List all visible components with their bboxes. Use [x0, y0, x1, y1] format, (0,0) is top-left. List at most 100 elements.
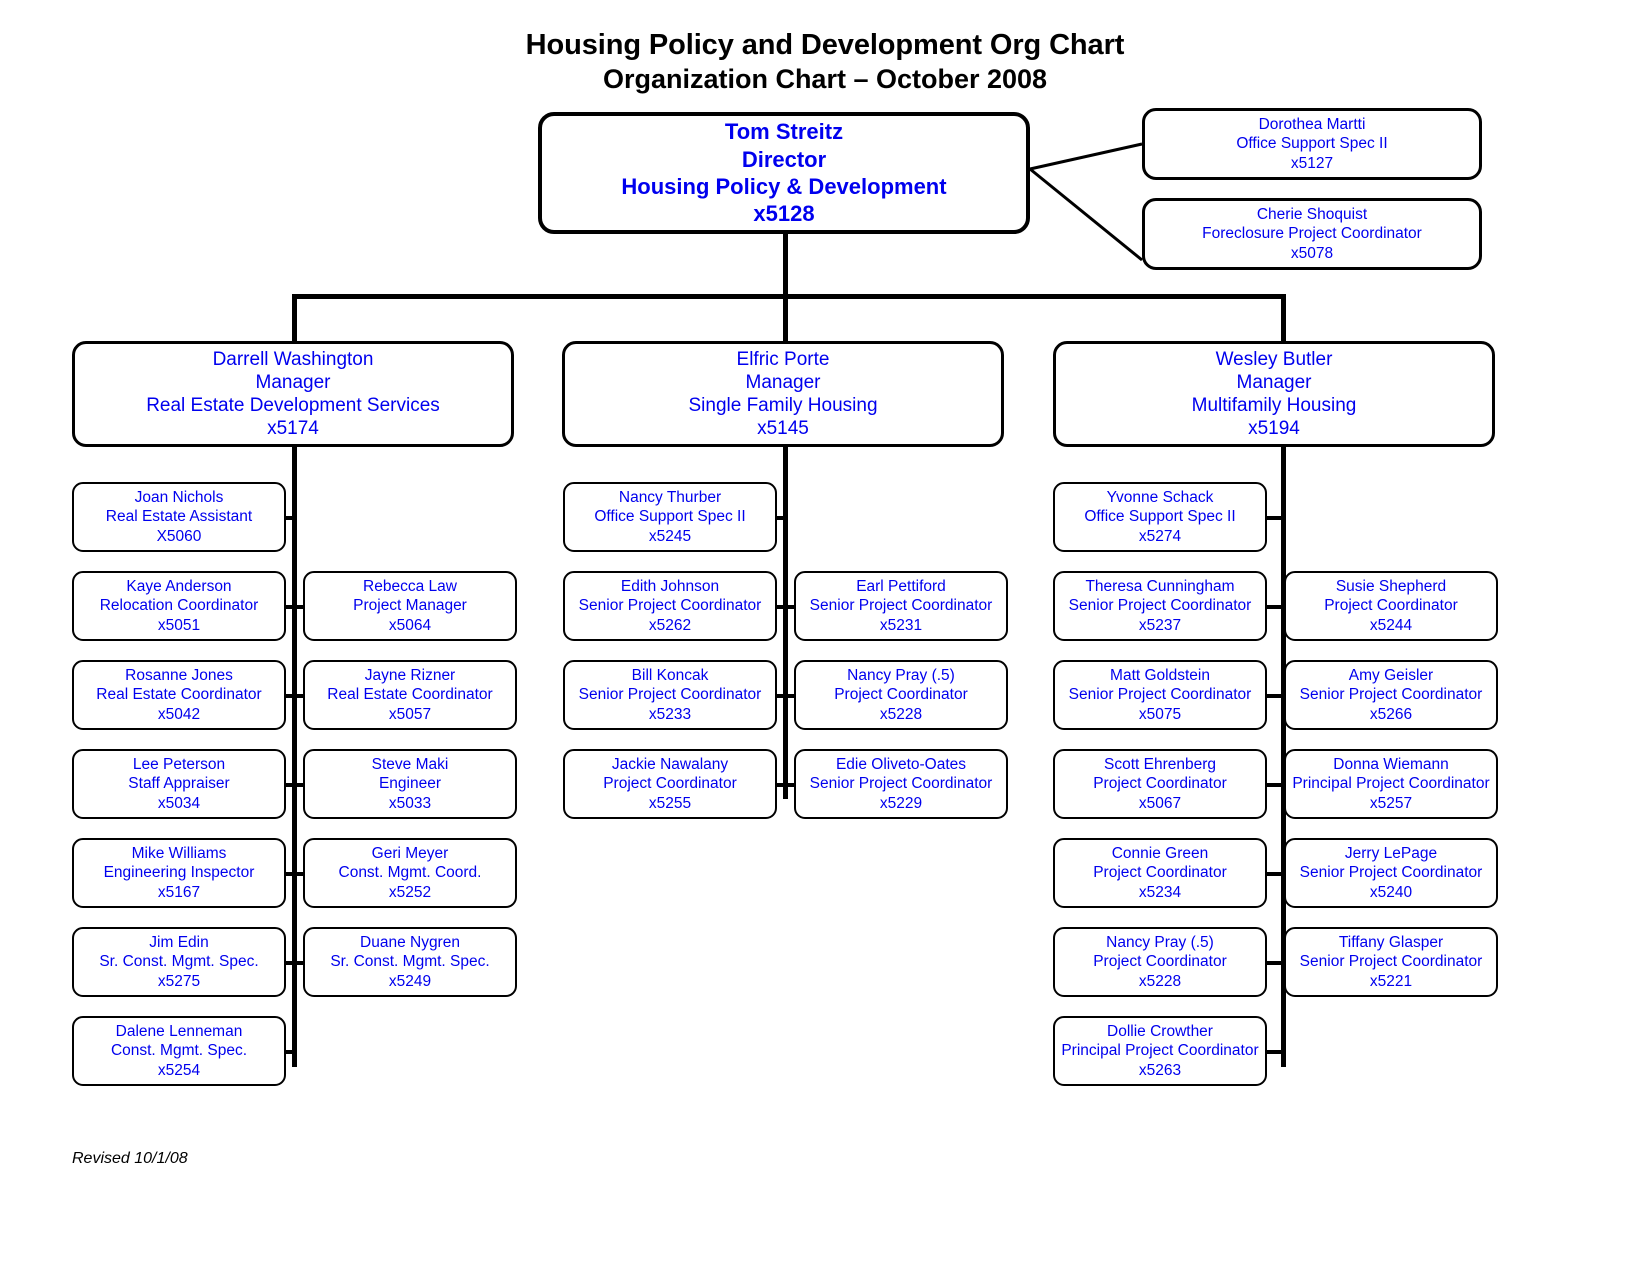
node-staff-name: Bill Koncak — [631, 666, 709, 684]
node-staff-yvonne-schack[interactable]: Yvonne Schack Office Support Spec II x52… — [1053, 482, 1267, 552]
node-staff-mike-williams[interactable]: Mike Williams Engineering Inspector x516… — [72, 838, 286, 908]
connector-div3-left-stub-1 — [1267, 516, 1285, 520]
node-staff-role: Principal Project Coordinator — [1292, 775, 1490, 793]
node-staff-matt-goldstein[interactable]: Matt Goldstein Senior Project Coordinato… — [1053, 660, 1267, 730]
node-staff-kaye-anderson[interactable]: Kaye Anderson Relocation Coordinator x50… — [72, 571, 286, 641]
node-staff-role: Real Estate Coordinator — [96, 686, 262, 704]
node-staff-lee-peterson[interactable]: Lee Peterson Staff Appraiser x5034 — [72, 749, 286, 819]
node-director-unit: Housing Policy & Development — [621, 174, 947, 199]
node-staff-rebecca-law[interactable]: Rebecca Law Project Manager x5064 — [303, 571, 517, 641]
connector-div1-left-stub-5 — [278, 872, 296, 876]
node-staff-name: Scott Ehrenberg — [1103, 755, 1216, 773]
connector-div3-left-stub-5 — [1267, 872, 1285, 876]
node-staff-name: Theresa Cunningham — [1085, 577, 1235, 595]
node-support-name: Cherie Shoquist — [1256, 205, 1368, 223]
node-manager-name: Darrell Washington — [212, 348, 374, 370]
node-staff-connie-green[interactable]: Connie Green Project Coordinator x5234 — [1053, 838, 1267, 908]
node-staff-ext: x5237 — [1138, 616, 1182, 634]
node-staff-geri-meyer[interactable]: Geri Meyer Const. Mgmt. Coord. x5252 — [303, 838, 517, 908]
node-staff-ext: x5067 — [1138, 794, 1182, 812]
node-staff-nancy-pray-mfh[interactable]: Nancy Pray (.5) Project Coordinator x522… — [1053, 927, 1267, 997]
node-staff-name: Yvonne Schack — [1106, 488, 1214, 506]
node-staff-jackie-nawalany[interactable]: Jackie Nawalany Project Coordinator x525… — [563, 749, 777, 819]
node-staff-ext: x5263 — [1138, 1061, 1182, 1079]
node-manager-unit: Multifamily Housing — [1191, 395, 1357, 416]
node-staff-name: Rosanne Jones — [125, 666, 233, 684]
node-staff-role: Senior Project Coordinator — [1299, 953, 1483, 971]
node-staff-ext: x5229 — [879, 794, 923, 812]
node-staff-theresa-cunningham[interactable]: Theresa Cunningham Senior Project Coordi… — [1053, 571, 1267, 641]
node-staff-edie-oliveto-oates[interactable]: Edie Oliveto-Oates Senior Project Coordi… — [794, 749, 1008, 819]
connector-trunk-to-div1 — [292, 294, 297, 341]
node-manager-single-family-housing[interactable]: Elfric Porte Manager Single Family Housi… — [562, 341, 1004, 447]
node-manager-role: Manager — [745, 371, 821, 393]
node-staff-dollie-crowther[interactable]: Dollie Crowther Principal Project Coordi… — [1053, 1016, 1267, 1086]
chart-title-block: Housing Policy and Development Org Chart… — [0, 28, 1650, 96]
node-staff-name: Rebecca Law — [363, 577, 457, 595]
node-manager-real-estate-development-services[interactable]: Darrell Washington Manager Real Estate D… — [72, 341, 514, 447]
node-staff-ext: x5034 — [157, 794, 201, 812]
node-staff-name: Edith Johnson — [620, 577, 720, 595]
connector-div1-right-stub-1 — [292, 605, 310, 609]
node-staff-nancy-pray-sfh[interactable]: Nancy Pray (.5) Project Coordinator x522… — [794, 660, 1008, 730]
chart-title-line1: Housing Policy and Development Org Chart — [525, 29, 1125, 61]
connector-div3-left-stub-2 — [1267, 605, 1285, 609]
node-staff-joan-nichols[interactable]: Joan Nichols Real Estate Assistant X5060 — [72, 482, 286, 552]
node-staff-ext: x5042 — [157, 705, 201, 723]
connector-div1-spine — [292, 447, 297, 1067]
node-staff-rosanne-jones[interactable]: Rosanne Jones Real Estate Coordinator x5… — [72, 660, 286, 730]
node-staff-susie-shepherd[interactable]: Susie Shepherd Project Coordinator x5244 — [1284, 571, 1498, 641]
node-staff-duane-nygren[interactable]: Duane Nygren Sr. Const. Mgmt. Spec. x524… — [303, 927, 517, 997]
node-support-name: Dorothea Martti — [1258, 115, 1366, 133]
node-staff-role: Sr. Const. Mgmt. Spec. — [99, 953, 259, 971]
node-staff-name: Jim Edin — [149, 933, 209, 951]
node-manager-role: Manager — [1236, 371, 1312, 393]
node-staff-ext: x5257 — [1369, 794, 1413, 812]
node-staff-dalene-lenneman[interactable]: Dalene Lenneman Const. Mgmt. Spec. x5254 — [72, 1016, 286, 1086]
node-staff-ext: x5057 — [388, 705, 432, 723]
connector-div1-right-stub-4 — [292, 872, 310, 876]
connector-div1-left-stub-2 — [278, 605, 296, 609]
node-director[interactable]: Tom Streitz Director Housing Policy & De… — [538, 112, 1030, 234]
node-staff-ext: x5228 — [1138, 972, 1182, 990]
connector-div1-left-stub-3 — [278, 694, 296, 698]
node-staff-earl-pettiford[interactable]: Earl Pettiford Senior Project Coordinato… — [794, 571, 1008, 641]
node-staff-ext: x5240 — [1369, 883, 1413, 901]
node-staff-ext: x5228 — [879, 705, 923, 723]
node-staff-ext: x5275 — [157, 972, 201, 990]
node-staff-jerry-lepage[interactable]: Jerry LePage Senior Project Coordinator … — [1284, 838, 1498, 908]
connector-trunk-to-div3 — [1281, 294, 1286, 341]
connector-div3-left-stub-4 — [1267, 783, 1285, 787]
node-staff-name: Nancy Thurber — [618, 488, 722, 506]
node-staff-edith-johnson[interactable]: Edith Johnson Senior Project Coordinator… — [563, 571, 777, 641]
node-staff-steve-maki[interactable]: Steve Maki Engineer x5033 — [303, 749, 517, 819]
connector-trunk-to-div2 — [783, 294, 788, 341]
node-manager-multifamily-housing[interactable]: Wesley Butler Manager Multifamily Housin… — [1053, 341, 1495, 447]
node-staff-nancy-thurber[interactable]: Nancy Thurber Office Support Spec II x52… — [563, 482, 777, 552]
node-staff-jayne-rizner[interactable]: Jayne Rizner Real Estate Coordinator x50… — [303, 660, 517, 730]
node-staff-name: Nancy Pray (.5) — [1106, 933, 1214, 951]
node-staff-amy-geisler[interactable]: Amy Geisler Senior Project Coordinator x… — [1284, 660, 1498, 730]
node-staff-role: Real Estate Assistant — [105, 508, 253, 526]
node-support-dorothea-martti[interactable]: Dorothea Martti Office Support Spec II x… — [1142, 108, 1482, 180]
node-staff-name: Donna Wiemann — [1333, 755, 1449, 773]
node-staff-jim-edin[interactable]: Jim Edin Sr. Const. Mgmt. Spec. x5275 — [72, 927, 286, 997]
node-staff-name: Lee Peterson — [132, 755, 226, 773]
node-staff-role: Project Coordinator — [1093, 953, 1227, 971]
node-manager-ext: x5145 — [757, 418, 809, 440]
node-staff-name: Dollie Crowther — [1107, 1022, 1213, 1040]
node-support-role: Office Support Spec II — [1236, 135, 1388, 153]
node-staff-name: Earl Pettiford — [856, 577, 946, 595]
node-director-name: Tom Streitz — [724, 119, 844, 145]
node-staff-role: Senior Project Coordinator — [1299, 864, 1483, 882]
node-support-cherie-shoquist[interactable]: Cherie Shoquist Foreclosure Project Coor… — [1142, 198, 1482, 270]
node-manager-role: Manager — [255, 371, 331, 393]
node-staff-tiffany-glasper[interactable]: Tiffany Glasper Senior Project Coordinat… — [1284, 927, 1498, 997]
node-manager-unit: Single Family Housing — [688, 395, 878, 416]
node-staff-scott-ehrenberg[interactable]: Scott Ehrenberg Project Coordinator x506… — [1053, 749, 1267, 819]
node-staff-role: Const. Mgmt. Spec. — [110, 1042, 248, 1060]
node-staff-bill-koncak[interactable]: Bill Koncak Senior Project Coordinator x… — [563, 660, 777, 730]
connector-div2-right-stub-1 — [783, 605, 801, 609]
node-staff-donna-wiemann[interactable]: Donna Wiemann Principal Project Coordina… — [1284, 749, 1498, 819]
